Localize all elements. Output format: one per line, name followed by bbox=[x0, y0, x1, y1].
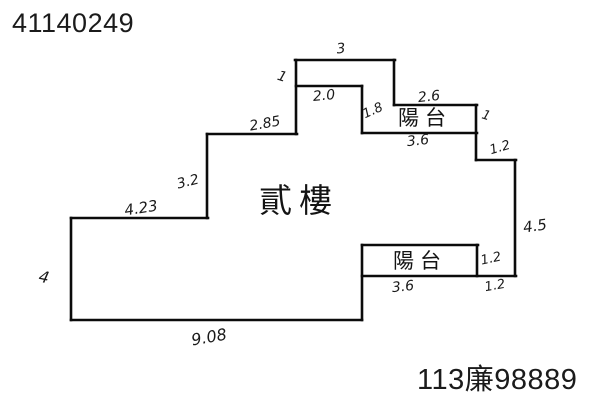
balcony-label-top: 陽台 bbox=[398, 106, 452, 130]
dim-top-balcony-width: 2.6 bbox=[417, 87, 441, 107]
dim-right-wall-height: 4.5 bbox=[521, 215, 549, 237]
dim-inner-top-width: 2.0 bbox=[312, 87, 336, 105]
serial-number: 41140249 bbox=[12, 8, 135, 38]
dim-bottom-balcony-width: 3.6 bbox=[391, 277, 415, 297]
dim-top-balcony-bottom-width: 3.6 bbox=[406, 131, 430, 151]
room-label: 貳樓 bbox=[259, 181, 339, 220]
dim-top-rect-width: 3 bbox=[335, 40, 347, 58]
case-number: 113廉98889 bbox=[417, 364, 578, 396]
balcony-label-bottom: 陽台 bbox=[393, 249, 447, 273]
